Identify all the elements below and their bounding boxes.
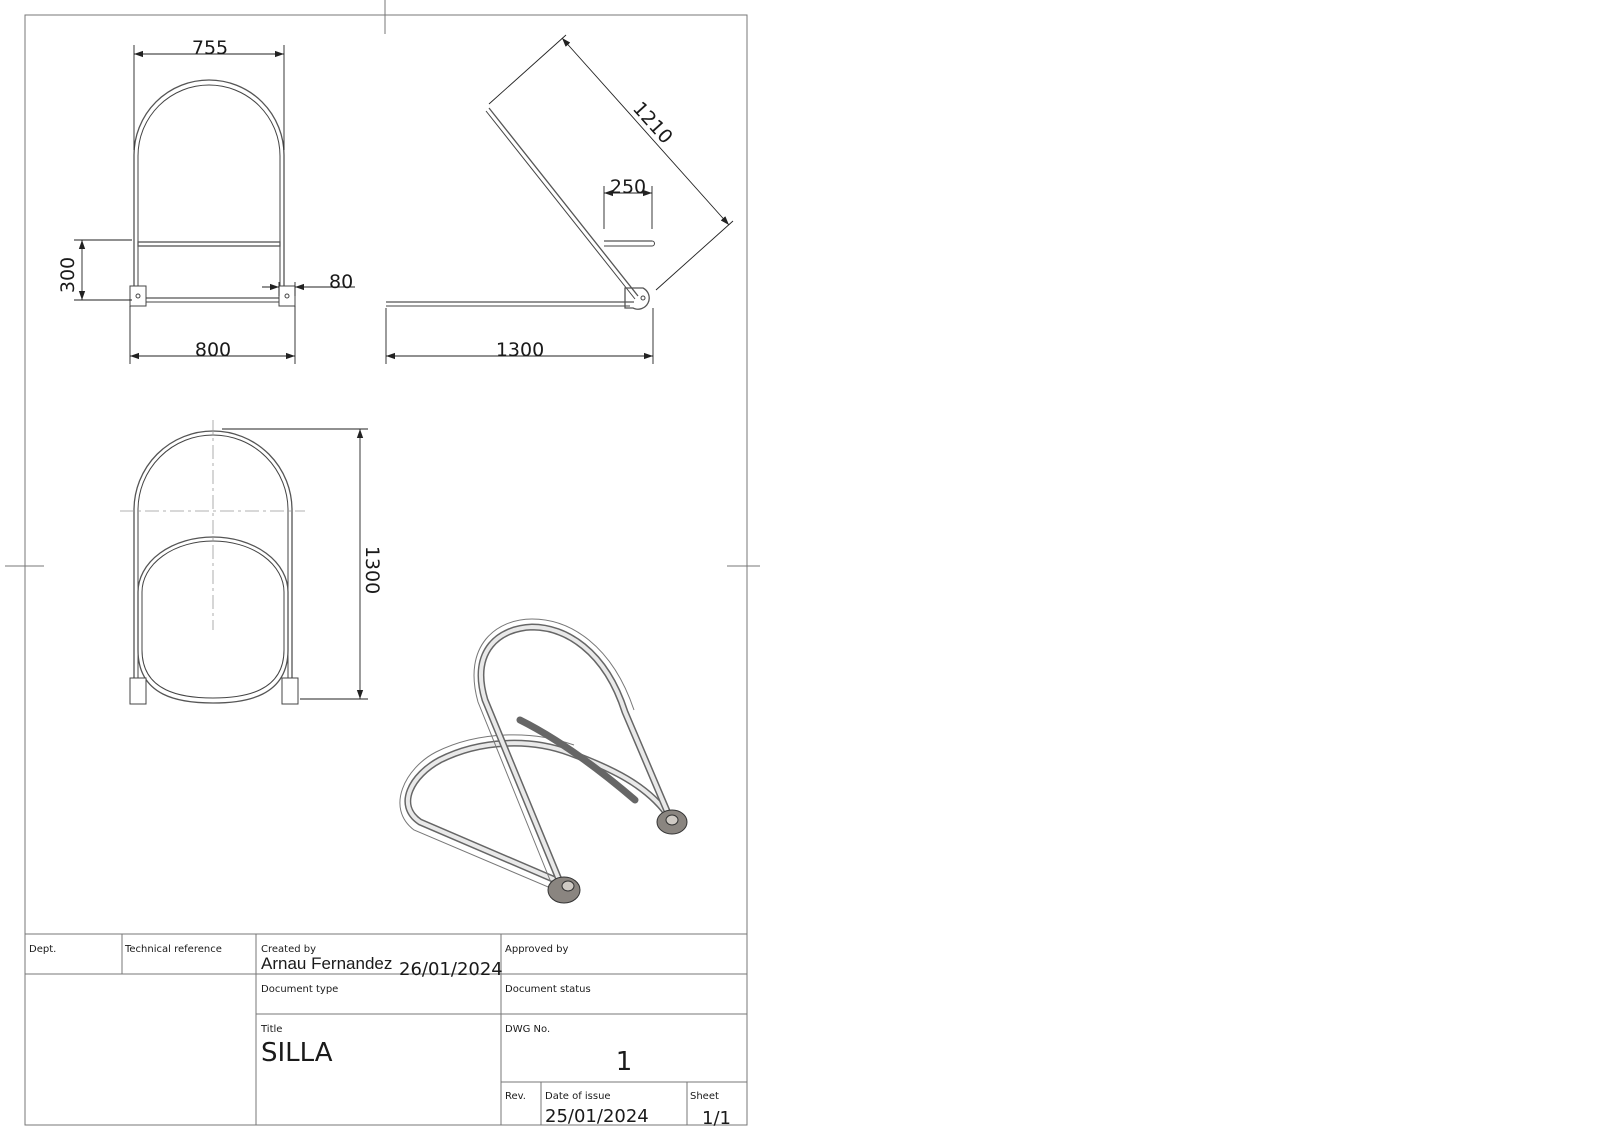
dimension-1210: 1210 (488, 34, 734, 291)
dimension-1300-top: 1300 (222, 428, 383, 700)
created-by-value: Arnau Fernandez (261, 954, 392, 973)
dimension-300: 300 (57, 239, 132, 301)
dimension-800-text: 800 (195, 339, 231, 361)
dimension-300-text: 300 (57, 257, 79, 293)
dimension-1300-side-text: 1300 (496, 339, 544, 361)
date-of-issue-label: Date of issue (545, 1091, 611, 1102)
dimension-1300-side: 1300 (385, 308, 654, 364)
sheet-label: Sheet (690, 1091, 719, 1102)
title-label: Title (260, 1024, 282, 1035)
technical-reference-label: Technical reference (124, 944, 222, 955)
created-by-label: Created by (261, 944, 316, 955)
document-type-label: Document type (261, 984, 338, 995)
approved-by-label: Approved by (505, 944, 568, 955)
sheet-value: 1/1 (702, 1108, 731, 1129)
dimension-755-text: 755 (192, 37, 228, 59)
isometric-view (399, 618, 688, 904)
dimension-250-text: 250 (610, 176, 646, 198)
rev-label: Rev. (505, 1091, 526, 1102)
front-view (129, 79, 296, 307)
title-block: Dept. Technical reference Created by Arn… (24, 933, 748, 1129)
dept-label: Dept. (29, 944, 56, 955)
dwg-no-label: DWG No. (505, 1024, 550, 1035)
dimension-1210-text: 1210 (628, 98, 677, 149)
dwg-no-value: 1 (616, 1047, 633, 1077)
side-view (386, 107, 655, 310)
dimension-80-text: 80 (329, 271, 353, 293)
title-value: SILLA (261, 1038, 333, 1068)
date-of-issue-value: 25/01/2024 (545, 1106, 649, 1127)
created-date: 26/01/2024 (399, 959, 503, 980)
document-status-label: Document status (505, 984, 591, 995)
dimension-1300-top-text: 1300 (361, 546, 383, 594)
dimension-800: 800 (129, 306, 296, 364)
top-view (120, 420, 305, 705)
dimension-80: 80 (262, 271, 355, 296)
dimension-250: 250 (603, 176, 653, 229)
dimension-755: 755 (133, 37, 285, 150)
